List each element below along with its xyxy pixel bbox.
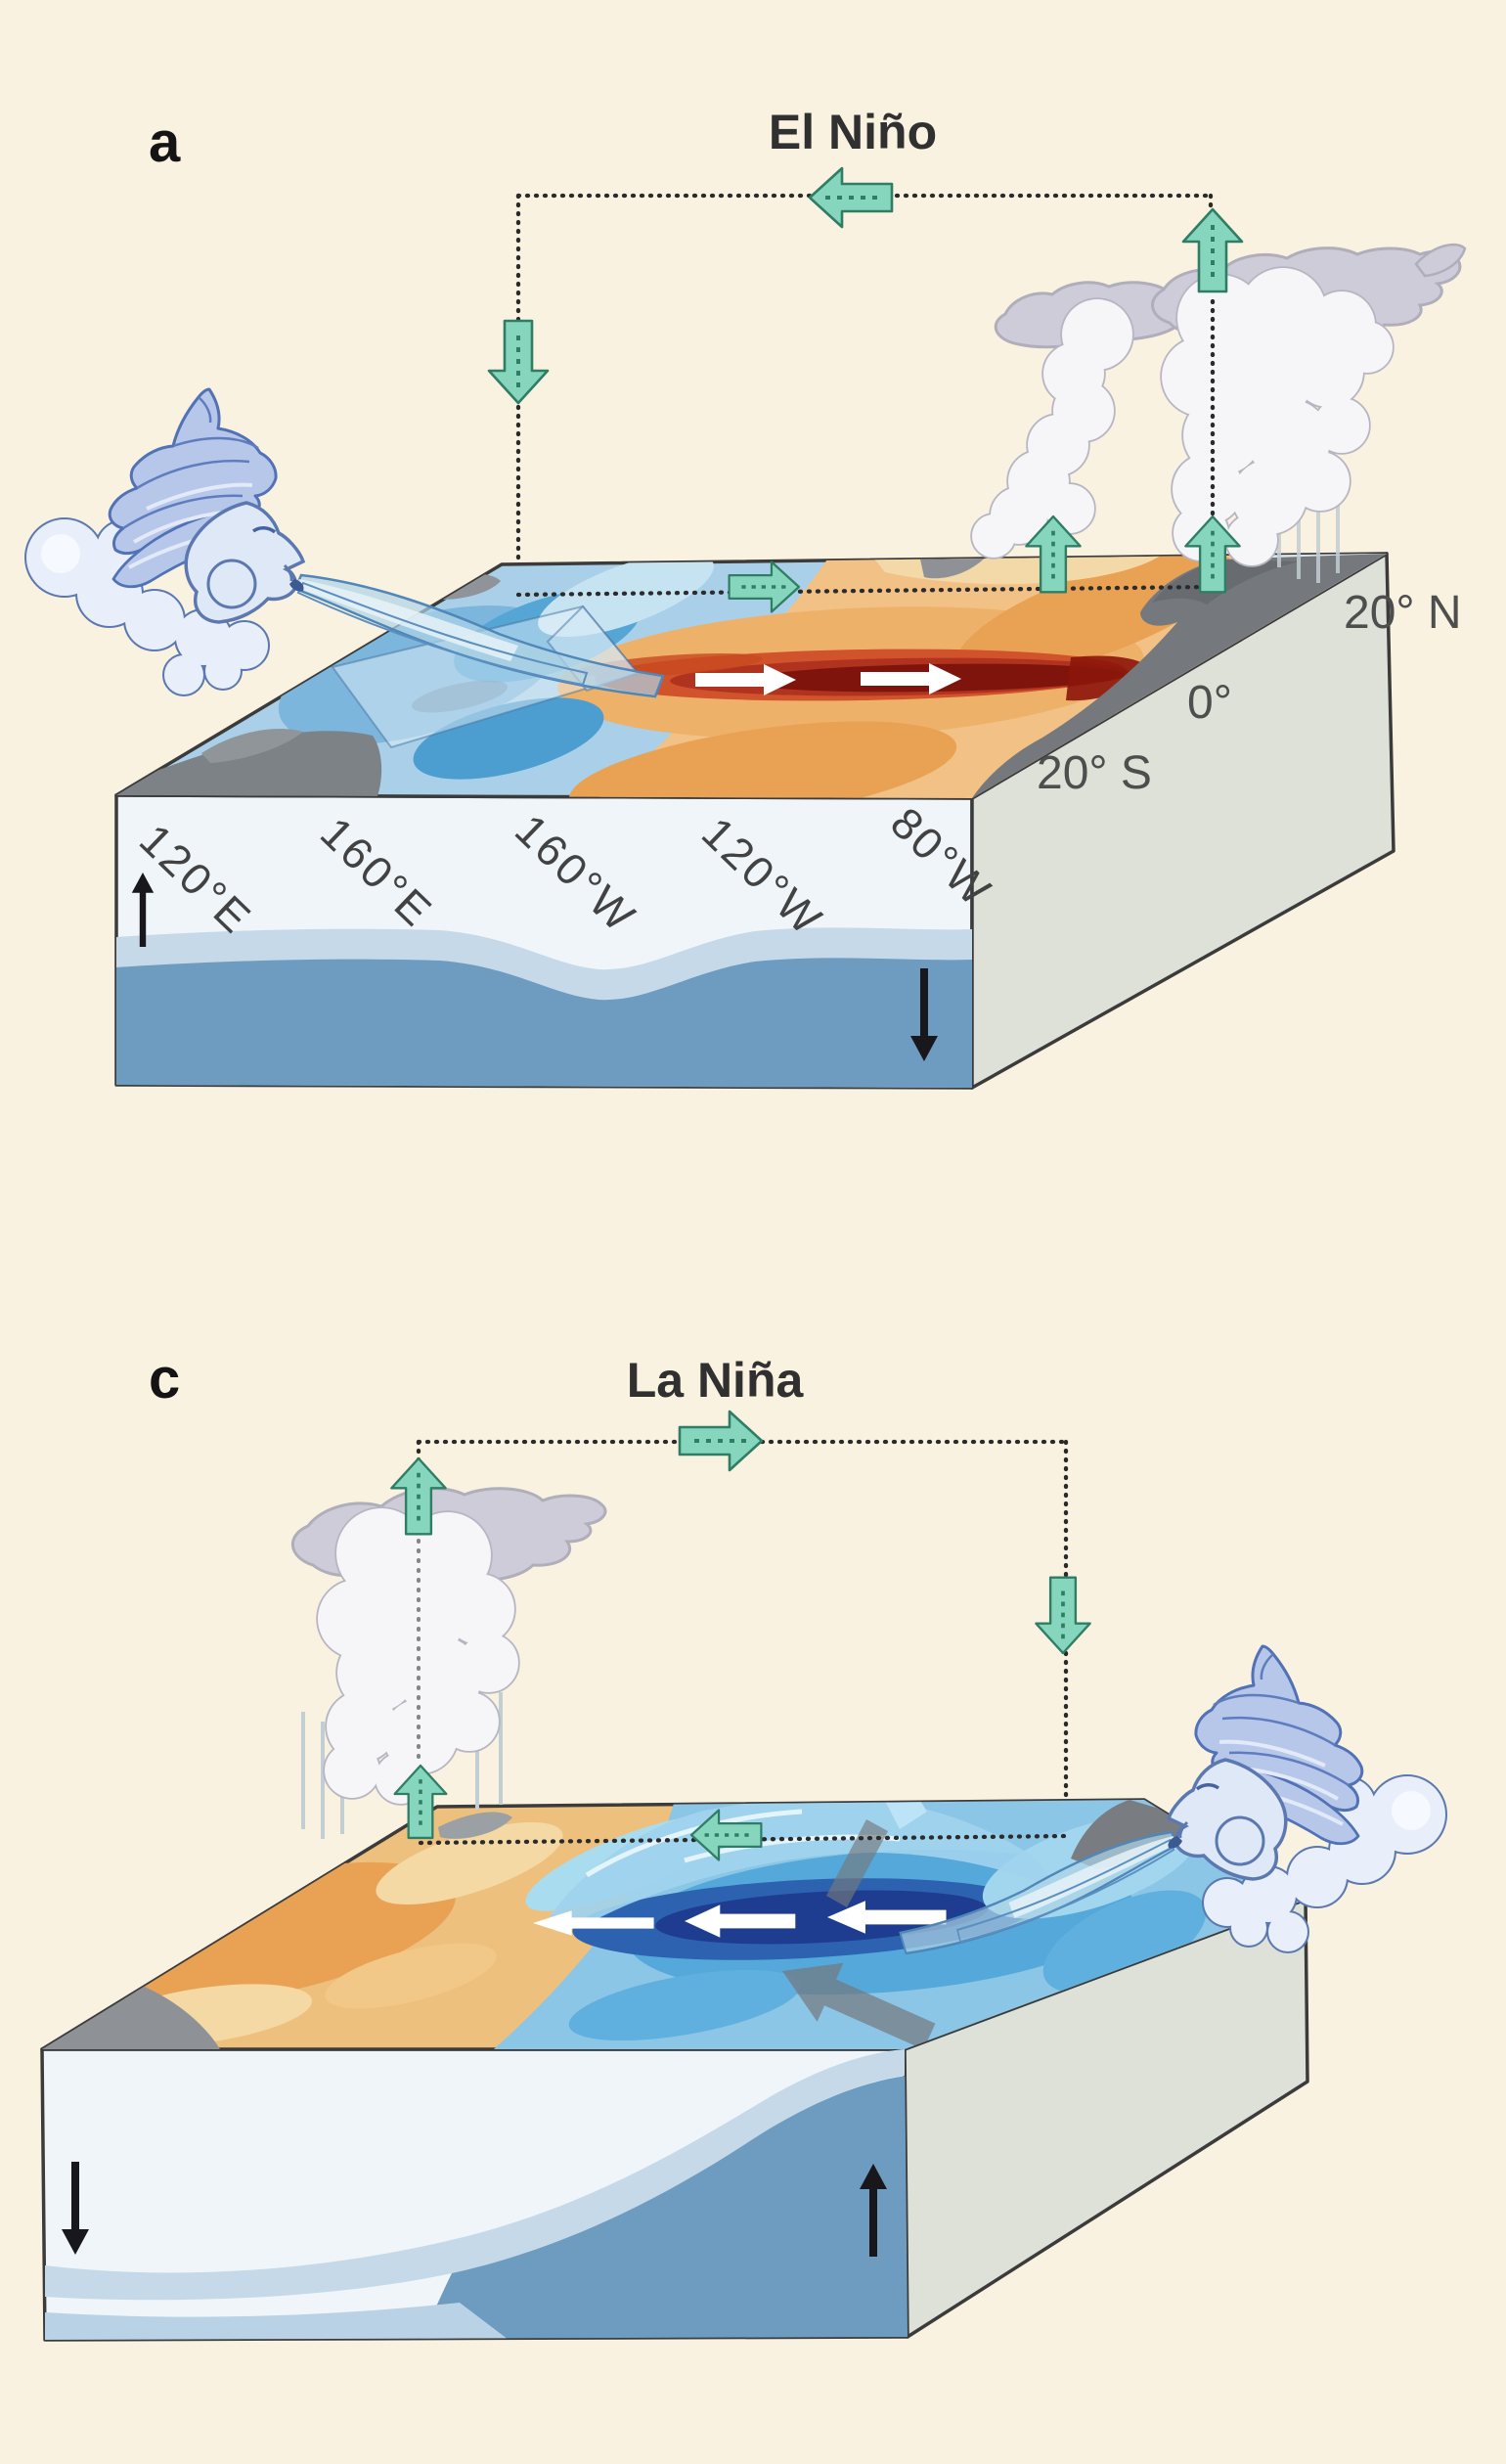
svg-text:El Niño: El Niño [769,105,937,159]
svg-text:c: c [149,1347,180,1411]
svg-text:La Niña: La Niña [627,1353,805,1408]
svg-text:a: a [149,111,181,174]
svg-text:0°: 0° [1187,677,1232,729]
svg-text:20° N: 20° N [1344,587,1462,639]
svg-text:20° S: 20° S [1037,747,1152,799]
